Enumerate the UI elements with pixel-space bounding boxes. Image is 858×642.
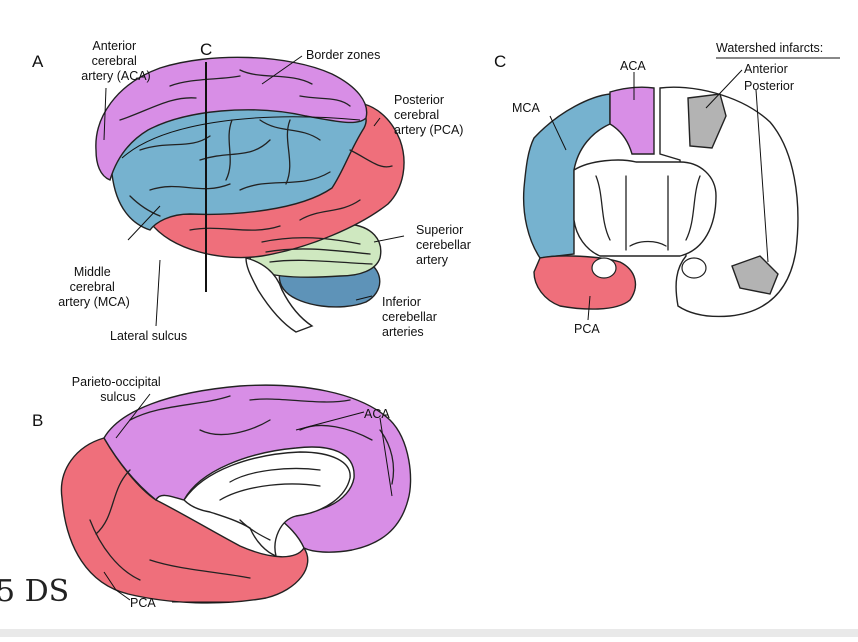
label-po-line1: Parieto-occipital xyxy=(72,375,161,389)
watershed-posterior-zone xyxy=(731,255,779,295)
aca-territory-lateral xyxy=(95,56,368,181)
label-po-line2: sulcus xyxy=(100,390,135,404)
panel-b-medial-brain xyxy=(60,384,412,604)
watermark-text: 5 DS xyxy=(0,574,69,609)
label-pca-coronal: PCA xyxy=(574,322,600,336)
panel-label-c: C xyxy=(494,52,506,71)
panel-a-lateral-brain xyxy=(95,56,405,333)
label-mca-line1: Middle xyxy=(74,265,111,279)
label-watershed-title: Watershed infarcts: xyxy=(716,41,823,55)
label-mca-lateral: Middle cerebral artery (MCA) xyxy=(58,265,130,309)
corpus-callosum-region xyxy=(183,451,351,558)
aca-territory-coronal xyxy=(609,86,655,155)
label-watershed-posterior: Posterior xyxy=(744,79,794,93)
label-mca-line2: cerebral xyxy=(70,280,115,294)
label-pca-lateral: Posterior cerebral artery (PCA) xyxy=(394,93,463,137)
label-lateral-sulcus: Lateral sulcus xyxy=(110,329,187,343)
ventricle-structures xyxy=(573,159,717,257)
label-pca-line1: Posterior xyxy=(394,93,444,107)
label-aca-line2: cerebral xyxy=(92,54,137,68)
label-parieto-occipital: Parieto-occipital sulcus xyxy=(72,375,164,404)
label-aca-medial: ACA xyxy=(364,407,390,421)
label-aca-line3: artery (ACA) xyxy=(81,69,150,83)
panel-label-a: A xyxy=(32,52,44,71)
label-pca-line3: artery (PCA) xyxy=(394,123,463,137)
label-pca-medial: PCA xyxy=(130,596,156,610)
label-pca-line2: cerebral xyxy=(394,108,439,122)
label-border-zones: Border zones xyxy=(306,48,380,62)
label-sup-line1: Superior xyxy=(416,223,463,237)
watershed-anterior-zone xyxy=(687,93,727,149)
bottom-bar xyxy=(0,629,858,637)
text-labels: A C C B Anterior cerebral artery (ACA) B… xyxy=(0,39,823,610)
pca-territory-coronal xyxy=(533,255,637,310)
label-mca-line3: artery (MCA) xyxy=(58,295,130,309)
label-inf-line2: cerebellar xyxy=(382,310,437,324)
panel-label-b: B xyxy=(32,411,43,430)
leader-lines xyxy=(103,55,840,603)
panel-c-coronal-section xyxy=(522,86,799,318)
label-sup-line2: cerebellar xyxy=(416,238,471,252)
label-superior-cerebellar: Superior cerebellar artery xyxy=(416,223,474,267)
label-aca-line1: Anterior xyxy=(92,39,136,53)
label-aca-lateral: Anterior cerebral artery (ACA) xyxy=(81,39,150,83)
brainstem xyxy=(245,257,314,333)
label-inferior-cerebellar: Inferior cerebellar arteries xyxy=(382,295,440,339)
label-inf-line1: Inferior xyxy=(382,295,421,309)
label-mca-coronal: MCA xyxy=(512,101,540,115)
label-watershed-anterior: Anterior xyxy=(744,62,788,76)
panel-label-c-section: C xyxy=(200,40,212,59)
label-aca-coronal: ACA xyxy=(620,59,646,73)
label-sup-line3: artery xyxy=(416,253,449,267)
label-inf-line3: arteries xyxy=(382,325,424,339)
